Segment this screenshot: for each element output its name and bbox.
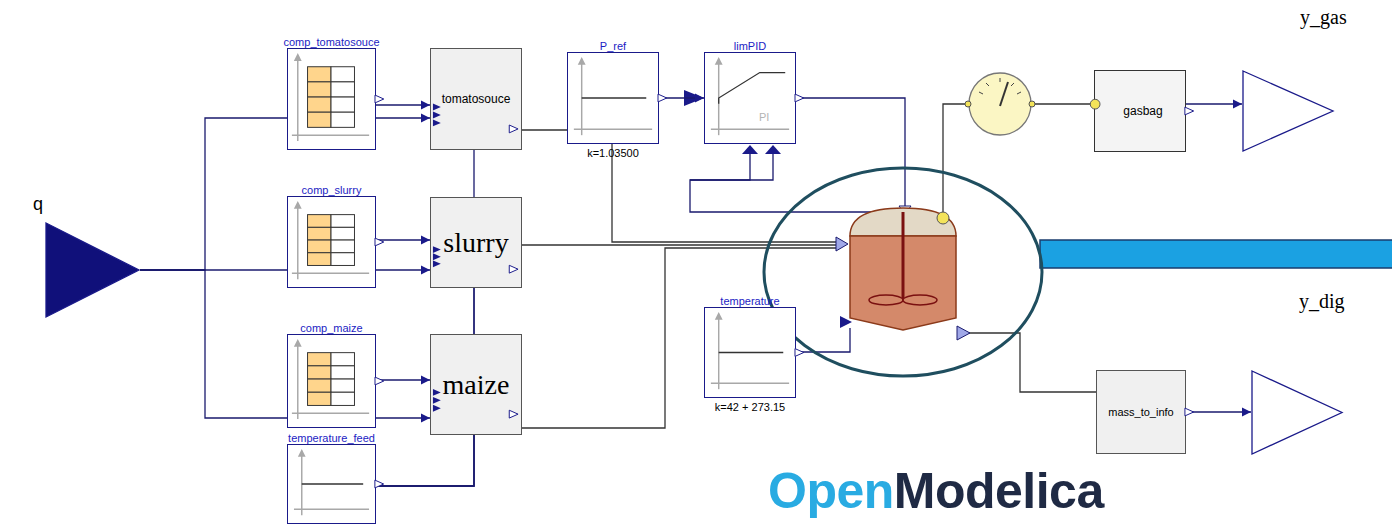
block-label: y_dig bbox=[1299, 290, 1345, 313]
connector-line bbox=[140, 270, 430, 418]
constant-block: temperaturek=42 + 273.15 bbox=[704, 307, 796, 398]
block-label: y_gas bbox=[1300, 6, 1347, 29]
gas-pipe bbox=[943, 104, 968, 216]
input-port bbox=[836, 237, 848, 251]
input-port bbox=[765, 145, 781, 154]
digester-symbol bbox=[850, 208, 970, 340]
block-name: comp_slurry bbox=[228, 184, 435, 196]
parameter-label: k=42 + 273.15 bbox=[645, 401, 855, 413]
parameter-label: k=1.03500 bbox=[508, 147, 718, 159]
digestate-wire bbox=[968, 333, 1096, 392]
table-icon bbox=[288, 49, 375, 149]
tri-icon bbox=[1251, 370, 1343, 455]
controller-wire bbox=[795, 98, 905, 206]
combi-table: comp_maize bbox=[287, 334, 376, 428]
connector-line bbox=[140, 118, 430, 270]
ftri-icon bbox=[45, 222, 140, 318]
arrowhead bbox=[421, 414, 430, 423]
step-icon bbox=[288, 445, 375, 523]
step-icon bbox=[705, 308, 795, 397]
signal-connector bbox=[376, 435, 474, 486]
logo-text: Open bbox=[768, 463, 894, 519]
signal-connector bbox=[140, 270, 430, 423]
pid-controller: limPIDPI bbox=[704, 52, 796, 144]
converter-block: mass_to_info bbox=[1096, 370, 1186, 454]
block-label: gasbag bbox=[1117, 104, 1162, 118]
block-name: temperature bbox=[645, 295, 855, 307]
block-label: maize bbox=[443, 369, 510, 401]
block-name: limPID bbox=[645, 40, 855, 52]
signal-connector bbox=[376, 101, 430, 110]
signal-connector bbox=[376, 376, 430, 385]
signal-connector bbox=[659, 94, 704, 103]
substrate-block: maize bbox=[430, 334, 522, 435]
signal-connector bbox=[376, 236, 430, 245]
block-label: slurry bbox=[443, 227, 508, 259]
table-icon bbox=[288, 197, 375, 287]
block-label: PI bbox=[759, 111, 769, 123]
signal-connector bbox=[1186, 100, 1242, 109]
feed-wire bbox=[522, 248, 836, 428]
pid-icon bbox=[705, 53, 795, 143]
arrowhead bbox=[421, 376, 430, 385]
substrate-block: tomatosouce bbox=[430, 48, 522, 150]
block-name: comp_tomatosouce bbox=[228, 36, 435, 48]
arrowhead bbox=[1242, 408, 1251, 417]
digestate-bar bbox=[1040, 240, 1392, 268]
substrate-block: slurry bbox=[430, 197, 522, 288]
block-label: mass_to_info bbox=[1108, 406, 1173, 418]
feed-wire bbox=[522, 244, 836, 245]
arrowhead bbox=[695, 94, 704, 103]
output-signal: y_dig bbox=[1251, 370, 1343, 455]
arrowhead bbox=[1233, 100, 1242, 109]
combi-table: comp_slurry bbox=[287, 196, 376, 288]
connector-line bbox=[376, 435, 474, 486]
measurement-wire bbox=[690, 154, 880, 212]
combi-table: comp_tomatosouce bbox=[287, 48, 376, 150]
signal-connector bbox=[140, 114, 430, 271]
step-icon bbox=[568, 53, 658, 143]
output-signal: y_gas bbox=[1242, 70, 1334, 152]
input-signal: q bbox=[45, 222, 140, 318]
block-name: comp_maize bbox=[228, 322, 435, 334]
temperature-wire bbox=[795, 328, 850, 352]
block-name: P_ref bbox=[508, 40, 718, 52]
constant-block: P_refk=1.03500 bbox=[567, 52, 659, 144]
logo-text: Modelica bbox=[894, 463, 1104, 519]
arrowhead bbox=[421, 236, 430, 245]
gasbag-block: gasbag bbox=[1094, 70, 1186, 152]
logo: OpenModelica bbox=[768, 462, 1104, 520]
tri-icon bbox=[1242, 70, 1334, 152]
block-label: q bbox=[33, 194, 43, 215]
block-label: tomatosouce bbox=[442, 92, 511, 106]
signal-connector bbox=[1186, 408, 1251, 417]
feed-wire bbox=[522, 130, 836, 242]
pressure-gauge bbox=[965, 73, 1035, 135]
measurement-wire bbox=[690, 154, 773, 180]
arrowhead bbox=[421, 266, 430, 275]
connector-line bbox=[1186, 411, 1251, 412]
table-icon bbox=[288, 335, 375, 427]
arrowhead bbox=[421, 101, 430, 110]
highlight-ellipse bbox=[764, 168, 1042, 376]
block-name: temperature_feed bbox=[228, 432, 435, 444]
gas-pipe bbox=[1032, 103, 1094, 104]
input-port bbox=[742, 145, 758, 154]
arrowhead bbox=[421, 114, 430, 123]
constant-block: temperature_feed bbox=[287, 444, 376, 524]
